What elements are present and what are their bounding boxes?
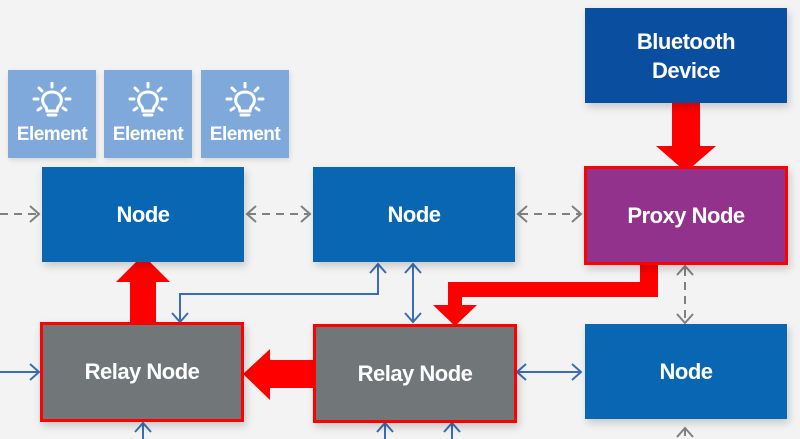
red-path-segment	[448, 282, 658, 297]
dashed-links	[0, 213, 686, 439]
arrowhead-icon	[571, 205, 583, 223]
relay-node-label: Relay Node	[84, 359, 200, 384]
relay-node-left: Relay Node	[40, 322, 244, 422]
proxy-node: Proxy Node	[584, 166, 788, 265]
arrowhead-icon	[516, 205, 528, 223]
red-arrow-shaft	[130, 276, 156, 324]
node-label: Node	[387, 201, 442, 227]
red-arrowhead-icon	[243, 349, 270, 400]
element-label: Element	[209, 124, 281, 145]
arrowhead-icon	[676, 426, 694, 438]
node-label: Node	[659, 358, 714, 384]
element-label: Element	[16, 124, 88, 145]
arrowhead-icon	[29, 205, 41, 223]
blue-links	[0, 262, 583, 439]
bluetooth-device-line2: Device	[652, 57, 720, 83]
red-arrowhead-icon	[433, 305, 477, 326]
red-arrow-shaft	[268, 360, 316, 388]
element-tile: Element	[104, 70, 192, 158]
node-label: Node	[116, 201, 171, 227]
element-label: Element	[112, 124, 184, 145]
proxy-node-label: Proxy Node	[627, 202, 745, 228]
red-path	[116, 102, 716, 400]
node-bottom-right: Node	[585, 324, 787, 419]
red-arrow-shaft-bt-proxy	[672, 102, 700, 148]
lightbulb-icon	[32, 82, 72, 117]
bluetooth-device-box: Bluetooth Device	[585, 8, 787, 103]
red-arrowhead-icon	[656, 146, 716, 172]
red-path-segment	[448, 282, 462, 308]
arrowhead-icon	[245, 205, 257, 223]
element-tile: Element	[201, 70, 289, 158]
relay-node-middle: Relay Node	[313, 324, 517, 423]
arrowhead-icon	[676, 264, 694, 276]
red-arrowhead-icon	[116, 255, 170, 282]
node-top-middle: Node	[313, 167, 515, 262]
bluetooth-device-line1: Bluetooth	[636, 28, 736, 54]
dashed-arrowheads	[29, 205, 694, 438]
arrowhead-icon	[300, 205, 312, 223]
blue-link-node-to-relay-left	[179, 265, 379, 321]
arrowhead-icon	[676, 313, 694, 325]
relay-node-label: Relay Node	[357, 360, 473, 386]
node-top-left: Node	[42, 167, 244, 262]
lightbulb-icon	[225, 82, 265, 117]
element-tile: Element	[8, 70, 96, 158]
lightbulb-icon	[128, 82, 168, 117]
